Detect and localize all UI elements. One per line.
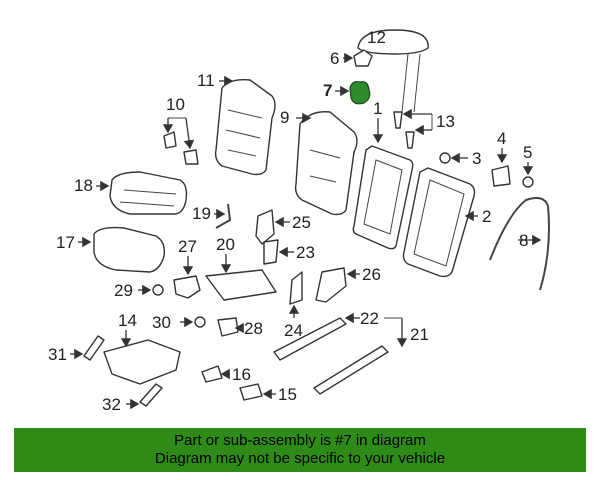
- callout-25: 25: [292, 213, 311, 232]
- part-23: [263, 239, 279, 265]
- callout-2: 2: [482, 207, 491, 226]
- callout-21: 21: [410, 325, 429, 344]
- part-8-trim: [489, 197, 550, 291]
- part-5: [522, 176, 534, 188]
- part-16: [201, 365, 223, 383]
- callout-3: 3: [472, 149, 481, 168]
- callout-4: 4: [497, 129, 506, 148]
- banner-line-1: Part or sub-assembly is #7 in diagram: [174, 432, 426, 449]
- callout-24: 24: [284, 321, 303, 340]
- part-10-clips: [163, 131, 199, 165]
- callout-14: 14: [118, 311, 137, 330]
- banner-line-2: Diagram may not be specific to your vehi…: [154, 450, 446, 467]
- part-7-highlighted: [349, 81, 371, 105]
- callout-29: 29: [114, 281, 133, 300]
- callout-16: 16: [232, 365, 251, 384]
- part-1-seatback-frame: [352, 145, 414, 250]
- callout-23: 23: [296, 243, 315, 262]
- callout-5: 5: [523, 143, 532, 162]
- callout-13: 13: [436, 112, 455, 131]
- part-32: [139, 383, 163, 407]
- part-25: [255, 209, 275, 245]
- part-24: [289, 271, 303, 305]
- callout-15: 15: [278, 385, 297, 404]
- part-13-guides: [393, 111, 415, 149]
- part-27: [173, 275, 201, 299]
- callout-17: 17: [56, 233, 75, 252]
- part-22-seat-track: [273, 317, 347, 361]
- info-banner: Part or sub-assembly is #7 in diagram Di…: [14, 428, 586, 472]
- part-28: [217, 317, 239, 337]
- callout-8: 8: [519, 231, 528, 250]
- part-21-seat-track: [313, 345, 389, 395]
- part-6: [353, 49, 373, 67]
- part-11-seatback-cover: [214, 78, 276, 176]
- callout-9: 9: [280, 108, 289, 127]
- callout-31: 31: [48, 345, 67, 364]
- callout-30: 30: [152, 313, 171, 332]
- callout-7: 7: [323, 81, 332, 100]
- part-14-seat-base: [103, 339, 181, 385]
- callout-6: 6: [330, 49, 339, 68]
- part-26: [315, 267, 347, 303]
- callout-28: 28: [244, 319, 263, 338]
- part-31: [83, 335, 105, 361]
- callout-12: 12: [367, 28, 386, 47]
- part-19: [215, 203, 232, 229]
- part-15: [239, 383, 263, 401]
- part-20-seat-pan: [205, 269, 277, 301]
- callout-11: 11: [197, 71, 215, 90]
- part-30: [194, 316, 206, 328]
- callout-26: 26: [362, 265, 381, 284]
- part-17-cushion-pad: [93, 226, 166, 273]
- callout-20: 20: [216, 235, 235, 254]
- callout-10: 10: [166, 95, 185, 114]
- part-9-seatback-pad: [294, 111, 358, 216]
- part-12-headrest: [357, 29, 429, 113]
- callout-19: 19: [192, 204, 211, 223]
- callout-22: 22: [360, 309, 379, 328]
- part-2-back-panel: [402, 167, 476, 278]
- part-18-cushion-cover: [109, 171, 188, 215]
- part-29: [152, 284, 164, 296]
- part-3: [439, 152, 451, 164]
- callout-27: 27: [178, 237, 197, 256]
- callout-32: 32: [102, 395, 121, 414]
- callout-18: 18: [74, 176, 93, 195]
- part-4: [491, 165, 511, 187]
- callout-1: 1: [373, 99, 382, 118]
- parts-diagram: 12 6 7 11 10 9 1 13: [48, 28, 550, 414]
